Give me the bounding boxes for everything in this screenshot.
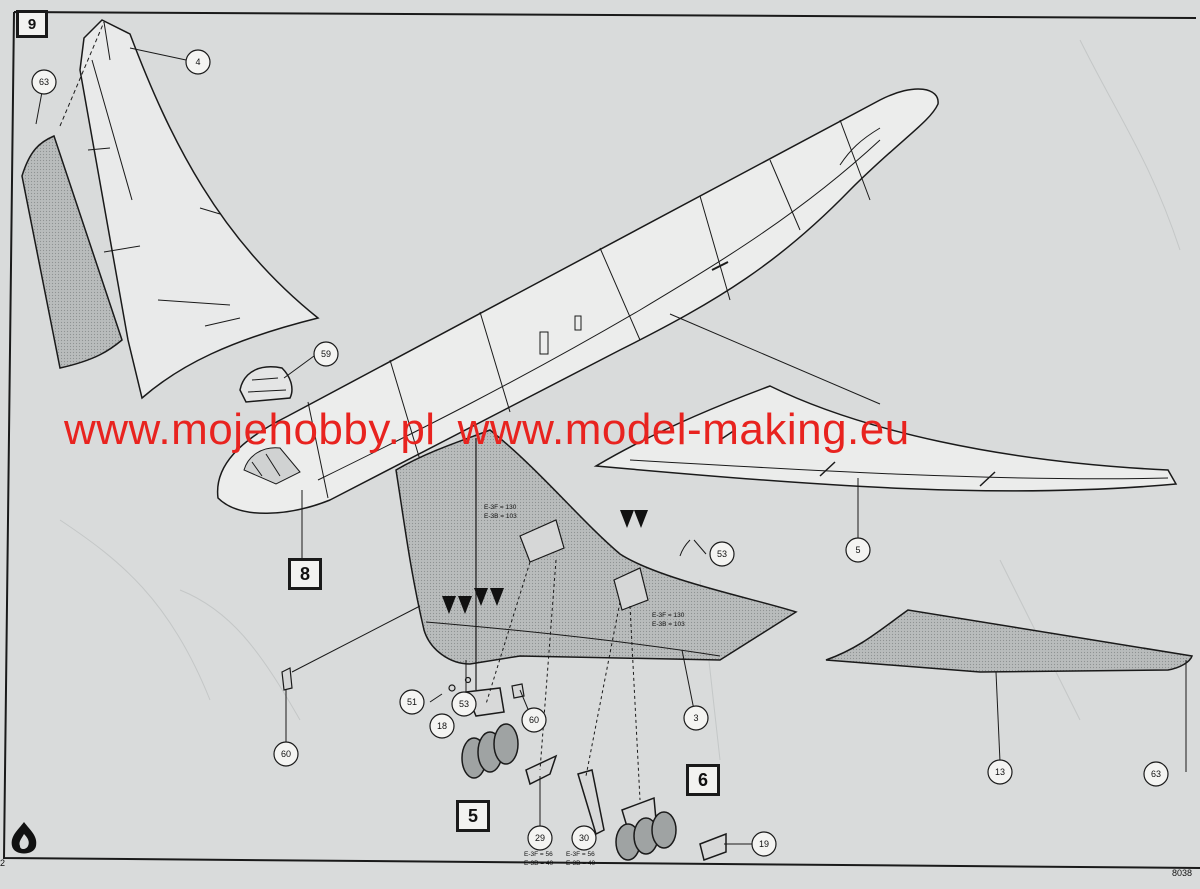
note-wing-a-line2: E-3B = 103 [484,513,517,520]
stabiliser-group [825,609,1193,673]
callout-63-top: 63 [31,69,57,95]
cement-symbol [11,822,37,854]
part-number-18: 18 [437,721,447,731]
tail-fin [79,19,320,400]
watermark-url-right[interactable]: www.model-making.eu [457,405,910,454]
part-number-60-left: 60 [281,749,291,759]
main-gear-left [461,687,558,786]
callout-18: 18 [429,713,455,739]
callout-4: 4 [185,49,211,75]
part-number-5: 5 [855,545,860,555]
step-5-label: 5 [467,805,478,826]
callout-13: 13 [987,759,1013,785]
step-9-box: 9 [16,10,48,38]
assembly-arrows [442,510,648,614]
callout-5: 5 [845,537,871,563]
part-number-51: 51 [407,697,417,707]
part-number-63-bottom: 63 [1151,769,1161,779]
callout-53-top: 53 [709,541,735,567]
part-number-60-middle: 60 [529,715,539,725]
step-5-box: 5 [456,800,490,832]
callout-60-middle: 60 [521,707,547,733]
fuselage-group [216,88,939,514]
part-number-13: 13 [995,767,1005,777]
note-gear29-line1: E-3F = 56 [524,851,553,858]
step-8-box: 8 [288,558,322,590]
tail-fin-group [21,19,320,400]
callout-3: 3 [683,705,709,731]
note-wing-a-line1: E-3F = 130 [484,504,517,511]
callout-51: 51 [399,689,425,715]
watermark: www.mojehobby.pl www.model-making.eu [64,400,1174,460]
step-9-label: 9 [27,15,37,33]
part-number-29: 29 [535,833,545,843]
part-number-3: 3 [693,713,698,723]
left-wing-group [395,429,798,690]
callout-53-bottom: 53 [451,691,477,717]
stabiliser [825,609,1193,673]
part-number-4: 4 [195,57,200,67]
callout-59: 59 [313,341,339,367]
part-number-63-top: 63 [39,77,49,87]
callout-19: 19 [751,831,777,857]
canopy-part [239,366,293,403]
part-number-53-top: 53 [717,549,727,559]
small-parts [281,667,525,699]
note-wing-bracket-b: E-3F = 130 E-3B = 103 [652,612,685,628]
note-wing-b-line2: E-3B = 103 [652,621,685,628]
kit-code: 8038 [1172,868,1193,878]
step-6-box: 6 [686,764,720,796]
wing-brackets [519,519,649,611]
note-wing-bracket-a: E-3F = 130 E-3B = 103 [484,504,517,520]
callout-63-bottom: 63 [1143,761,1169,787]
part-number-30: 30 [579,833,589,843]
left-wing [395,429,798,665]
note-gear-29: E-3F = 56 E-3B = 40 [524,851,553,867]
callout-60-left: 60 [273,741,299,767]
right-wing-group [593,385,1178,492]
main-gear-right [577,769,727,861]
watermark-url-left[interactable]: www.mojehobby.pl [64,405,436,454]
note-gear29-line2: E-3B = 40 [524,860,553,867]
page-number: 2 [0,858,6,868]
rudder [21,134,123,369]
note-wing-b-line1: E-3F = 130 [652,612,685,619]
step-6-label: 6 [697,769,708,790]
page-border [2,11,1200,869]
leader-lines [35,47,1187,845]
part-number-59: 59 [321,349,331,359]
note-gear30-line2: E-3B = 40 [566,860,595,867]
part-number-53-bottom: 53 [459,699,469,709]
note-gear30-line1: E-3F = 56 [566,851,595,858]
part-number-19: 19 [759,839,769,849]
callout-29: 29 [527,825,553,851]
step-8-label: 8 [299,563,310,584]
callout-30: 30 [571,825,597,851]
fuselage [216,88,939,514]
right-wing [593,385,1178,492]
note-gear-30: E-3F = 56 E-3B = 40 [566,851,595,867]
